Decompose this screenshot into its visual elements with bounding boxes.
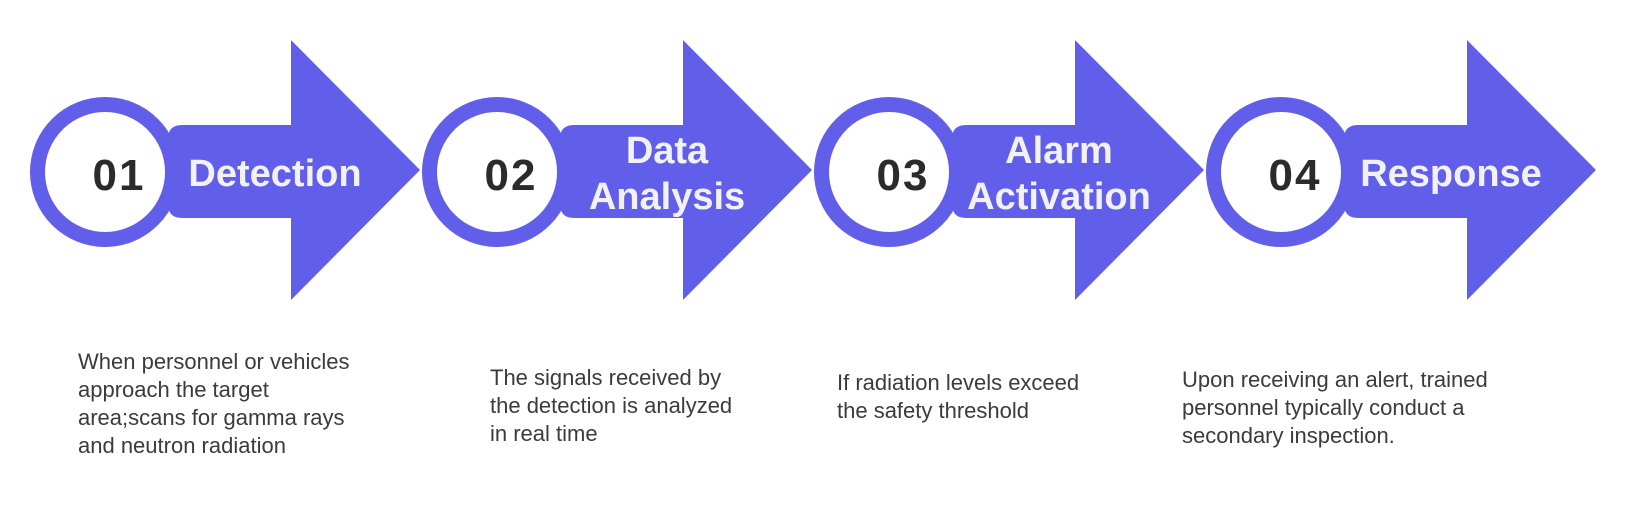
step-title: Alarm Activation — [967, 130, 1151, 218]
right-arrow-icon — [560, 40, 812, 300]
process-step-1: 01 Detection When personnel or vehicles … — [30, 0, 430, 525]
step-description: If radiation levels exceed the safety th… — [837, 370, 1080, 423]
process-step-4: 04 Response Upon receiving an alert, tra… — [1182, 0, 1606, 525]
step-description: When personnel or vehicles approach the … — [78, 349, 350, 458]
arrow-shape — [1206, 40, 1596, 300]
step-number: 03 — [876, 151, 930, 200]
step-title: Response — [1360, 153, 1542, 195]
step-number-ring — [814, 97, 964, 247]
process-step-3: 03 Alarm Activation If radiation levels … — [814, 0, 1214, 525]
arrow-shape — [30, 40, 420, 300]
step-number-ring — [422, 97, 572, 247]
right-arrow-icon — [1344, 40, 1596, 300]
step-title: Detection — [188, 153, 362, 195]
step-number-ring — [1206, 97, 1356, 247]
step-number: 02 — [484, 151, 538, 200]
step-number-ring — [30, 97, 180, 247]
step-title: Data Analysis — [588, 130, 746, 218]
arrow-shape — [814, 40, 1204, 300]
arrow-shape — [422, 40, 812, 300]
step-number: 01 — [92, 151, 146, 200]
step-number: 04 — [1268, 151, 1322, 200]
step-description: The signals received by the detection is… — [490, 365, 733, 446]
step-description: Upon receiving an alert, trained personn… — [1182, 367, 1488, 448]
process-step-2: 02 Data Analysis The signals received by… — [422, 0, 822, 525]
right-arrow-icon — [168, 40, 420, 300]
right-arrow-icon — [952, 40, 1204, 300]
